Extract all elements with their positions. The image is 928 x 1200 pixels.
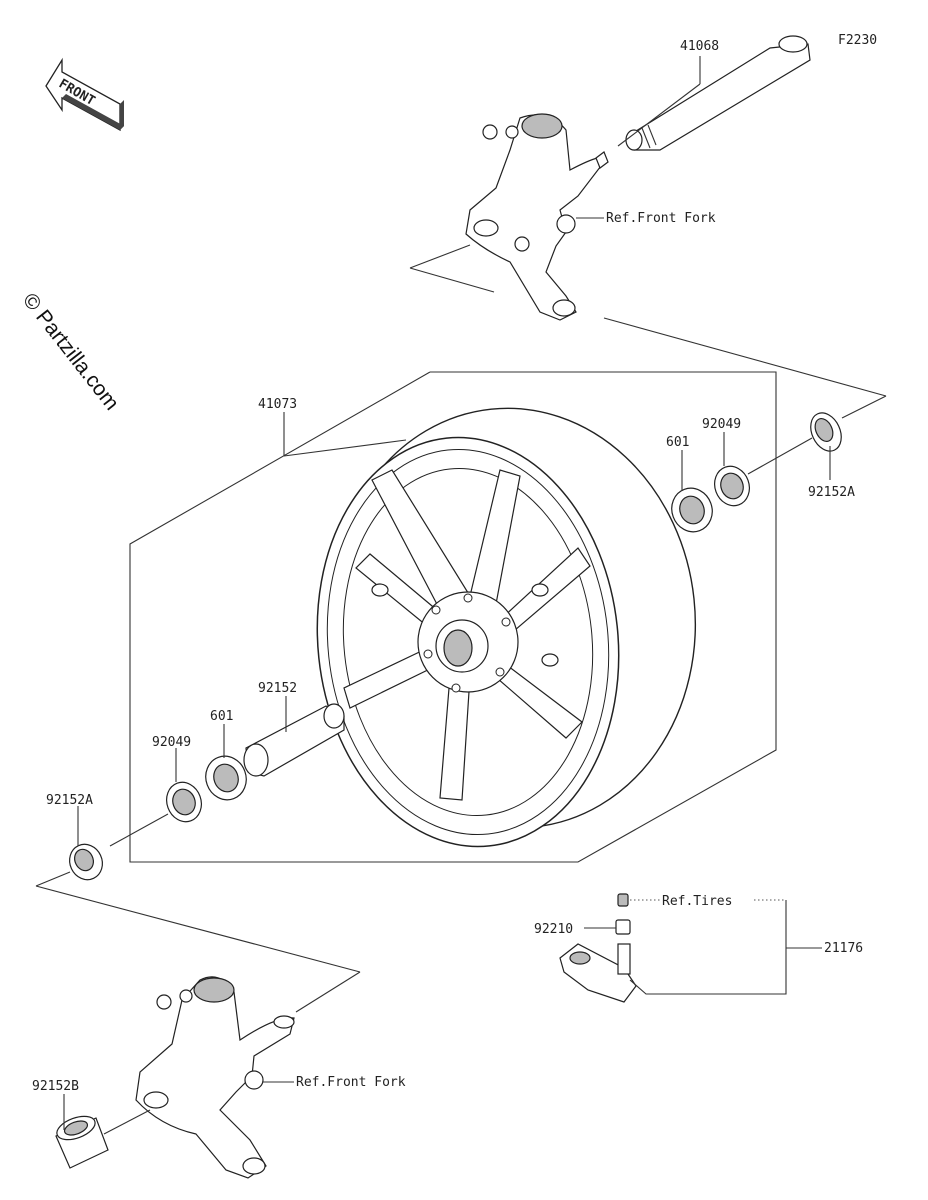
label-collar-right: 92152A [808, 485, 855, 500]
label-bearing-right: 601 [666, 435, 689, 450]
axle-41068[interactable] [625, 35, 811, 151]
figure-code: F2230 [838, 33, 877, 48]
front-fork-right[interactable] [465, 113, 609, 321]
label-ref-front-fork-top: Ref.Front Fork [606, 211, 716, 226]
valve-cap-icon [617, 893, 629, 907]
label-axle: 41068 [680, 39, 719, 54]
label-seal-right: 92049 [702, 417, 741, 432]
front-wheel-41073[interactable] [297, 390, 716, 861]
front-fork-left[interactable] [135, 976, 295, 1179]
valve-core-92210[interactable] [615, 919, 631, 935]
label-spacer: 92152 [258, 681, 297, 696]
spacer-92152[interactable] [243, 703, 345, 777]
tire-valve-21176[interactable] [559, 943, 637, 1003]
collar-92152A-right[interactable] [805, 408, 847, 456]
oil-seal-92049-left[interactable] [161, 777, 207, 826]
label-ref-front-fork-bottom: Ref.Front Fork [296, 1075, 406, 1090]
watermark-text: © Partzilla.com [18, 289, 123, 415]
bearing-601-right[interactable] [666, 482, 719, 537]
label-collar-bottom: 92152B [32, 1079, 79, 1094]
label-collar-left: 92152A [46, 793, 93, 808]
collar-92152A-left[interactable] [64, 839, 108, 885]
label-wheel: 41073 [258, 397, 297, 412]
label-valve-assy: 21176 [824, 941, 863, 956]
bearing-601-left[interactable] [200, 750, 253, 805]
label-ref-tires: Ref.Tires [662, 894, 732, 909]
collar-92152B[interactable] [54, 1112, 109, 1169]
label-seal-left: 92049 [152, 735, 191, 750]
label-valve-cap: 92210 [534, 922, 573, 937]
oil-seal-92049-right[interactable] [709, 461, 755, 510]
label-bearing-left: 601 [210, 709, 233, 724]
front-arrow-icon: FRONT [45, 57, 124, 132]
